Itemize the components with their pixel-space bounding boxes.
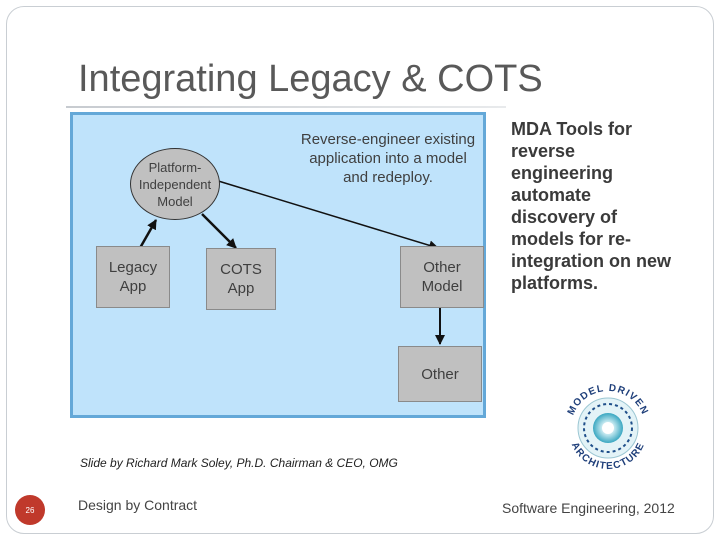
title-divider xyxy=(66,106,506,108)
other-model-node: Other Model xyxy=(400,246,484,308)
platform-independent-model-node: Platform-Independent Model xyxy=(130,148,220,220)
cots-app-node: COTS App xyxy=(206,248,276,310)
slide-credit: Slide by Richard Mark Soley, Ph.D. Chair… xyxy=(80,456,398,470)
footer-course: Design by Contract xyxy=(78,497,198,513)
reverse-engineer-note: Reverse-engineer existing application in… xyxy=(300,131,476,186)
mda-tools-text: MDA Tools for reverse engineering automa… xyxy=(511,119,671,293)
legacy-app-node: Legacy App xyxy=(96,246,170,308)
footer-date: Software Engineering, 2012 xyxy=(502,500,675,516)
mda-logo: MODEL DRIVEN ARCHITECTURE xyxy=(566,383,649,472)
slide-title: Integrating Legacy & COTS xyxy=(78,58,543,100)
page-number-badge: 26 xyxy=(15,495,45,525)
other-node: Other xyxy=(398,346,482,402)
